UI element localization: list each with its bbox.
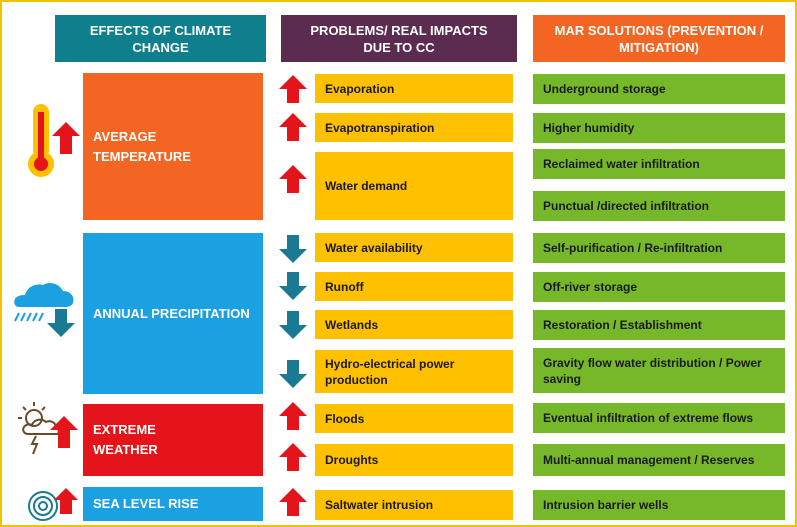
arrow-down-icon xyxy=(279,311,307,339)
problem-water-availability: Water availability xyxy=(315,233,513,262)
solution-reclaimed-water-infiltration: Reclaimed water infiltration xyxy=(533,149,785,179)
solution-eventual-infiltration: Eventual infiltration of extreme flows xyxy=(533,403,785,433)
solution-restoration-establishment: Restoration / Establishment xyxy=(533,310,785,340)
problem-floods: Floods xyxy=(315,404,513,433)
solution-self-purification: Self-purification / Re-infiltration xyxy=(533,233,785,263)
arrow-down-icon xyxy=(279,360,307,388)
effect-sea-level-rise: SEA LEVEL RISE xyxy=(83,487,263,521)
arrow-up-icon xyxy=(279,165,307,193)
arrow-up-icon xyxy=(279,113,307,141)
solution-intrusion-barrier-wells: Intrusion barrier wells xyxy=(533,490,785,520)
header-solutions: MAR SOLUTIONS (PREVENTION / MITIGATION) xyxy=(533,15,785,62)
thermometer-up-icon xyxy=(24,102,80,182)
effect-extreme-weather: EXTREME WEATHER xyxy=(83,404,263,476)
solution-underground-storage: Underground storage xyxy=(533,74,785,104)
arrow-down-icon xyxy=(279,272,307,300)
solution-multi-annual-management: Multi-annual management / Reserves xyxy=(533,444,785,476)
solution-higher-humidity: Higher humidity xyxy=(533,113,785,143)
arrow-up-icon xyxy=(279,75,307,103)
problem-hydro-electrical-power: Hydro-electrical power production xyxy=(315,350,513,393)
arrow-up-icon xyxy=(279,402,307,430)
arrow-up-icon xyxy=(279,488,307,516)
header-effects: EFFECTS OF CLIMATE CHANGE xyxy=(55,15,266,62)
problem-droughts: Droughts xyxy=(315,444,513,476)
solution-gravity-flow: Gravity flow water distribution / Power … xyxy=(533,348,785,393)
problem-water-demand: Water demand xyxy=(315,152,513,220)
effect-annual-precipitation: ANNUAL PRECIPITATION xyxy=(83,233,263,394)
problem-wetlands: Wetlands xyxy=(315,310,513,339)
arrow-down-icon xyxy=(279,235,307,263)
solution-off-river-storage: Off-river storage xyxy=(533,272,785,302)
solution-punctual-directed-infiltration: Punctual /directed infiltration xyxy=(533,191,785,221)
problem-evapotranspiration: Evapotranspiration xyxy=(315,113,513,142)
arrow-up-icon xyxy=(279,443,307,471)
problem-saltwater-intrusion: Saltwater intrusion xyxy=(315,490,513,520)
wave-up-icon xyxy=(26,484,86,524)
problem-runoff: Runoff xyxy=(315,272,513,301)
effect-average-temperature: AVERAGE TEMPERATURE xyxy=(83,73,263,220)
storm-up-icon xyxy=(14,400,80,464)
header-problems: PROBLEMS/ REAL IMPACTS DUE TO CC xyxy=(281,15,517,62)
rain-cloud-down-icon xyxy=(13,281,79,339)
problem-evaporation: Evaporation xyxy=(315,74,513,103)
